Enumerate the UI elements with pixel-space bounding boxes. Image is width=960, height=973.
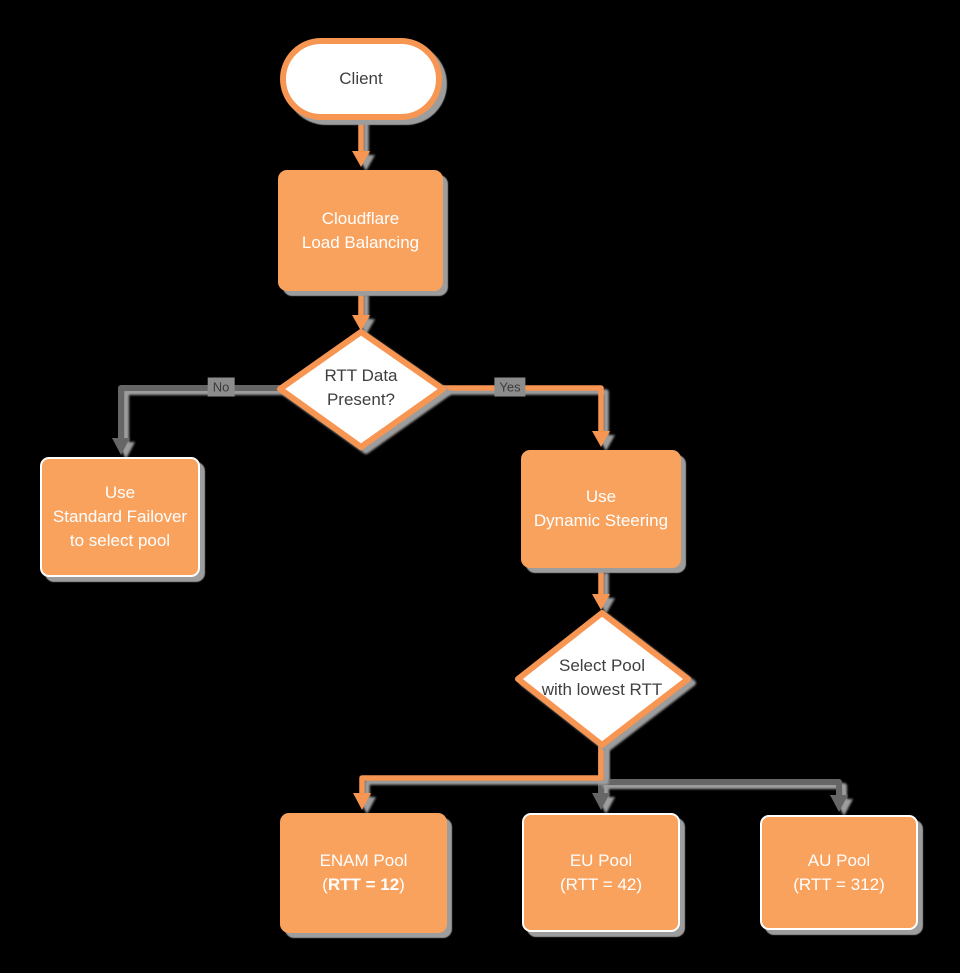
node-enam-pool: ENAM Pool (RTT = 12) [280,813,447,933]
node-client: Client [280,38,442,120]
label-line: Load Balancing [301,232,420,252]
edge-line [118,385,282,440]
arrowhead-down-icon [353,793,371,810]
label-line: with lowest RTT [541,680,663,699]
label-line: Standard Failover [52,507,188,526]
node-label: EU Pool (RTT = 42) [560,849,642,897]
edge-line [441,385,604,433]
paren: ( [559,874,566,894]
label-line: Select Pool [558,656,645,675]
decision-rtt-data-label: RTT Data Present? [281,352,441,424]
label-line: AU Pool [807,850,871,870]
label-line: (RTT = 42) [560,873,642,897]
edge-line [359,746,604,795]
label-line: (RTT = 312) [793,873,885,897]
label-line: Cloudflare [321,208,400,228]
node-label: Use Standard Failover to select pool [53,481,187,553]
node-label: Client [339,69,383,88]
decision-rtt-data-shape [277,329,446,450]
decision-select-pool-shape [515,610,691,748]
node-label: Use Dynamic Steering [534,485,668,533]
node-standard-failover: Use Standard Failover to select pool [40,457,200,577]
paren: ) [399,875,405,894]
decision-select-pool-label: Select Pool with lowest RTT [512,645,692,711]
node-eu-pool: EU Pool (RTT = 42) [522,813,680,932]
paren: ( [793,874,799,894]
arrowhead-down-icon [352,151,370,167]
diamond-icon [515,610,691,748]
node-label: AU Pool (RTT = 312) [793,849,885,897]
label-lines: RTT Data Present? [324,364,397,412]
arrowhead-down-icon [830,795,848,812]
edge-to-enam-pool [353,746,604,810]
label-line: ENAM Pool [319,851,408,870]
edge-label-yes: Yes [494,377,526,397]
arrowhead-down-icon [592,431,610,447]
rtt-value: RTT = 42 [565,874,637,894]
arrowhead-down-icon [592,793,610,810]
paren: ( [322,875,328,894]
label-line: Present? [326,390,396,409]
node-dynamic-steering: Use Dynamic Steering [521,450,681,568]
label-lines: Select Pool with lowest RTT [542,654,663,702]
label-line: RTT Data [324,366,398,385]
arrowhead-down-icon [352,315,370,331]
node-load-balancing: Cloudflare Load Balancing [278,170,443,291]
arrowhead-down-icon [112,438,130,455]
label-line: EU Pool [569,850,633,870]
edge-lb-to-rtt-decision [352,291,370,331]
label-line: (RTT = 12) [320,873,408,897]
diamond-icon [277,329,446,450]
edge-no-branch [112,385,282,455]
paren: ) [636,874,643,894]
node-au-pool: AU Pool (RTT = 312) [760,815,918,930]
label-line: Use [104,483,136,502]
edge-label-no: No [207,377,235,397]
label-line: Use [585,487,617,506]
edge-client-to-lb [352,119,370,167]
edge-yes-branch [441,385,610,447]
edge-dynamic-to-select-pool [592,569,610,610]
arrowhead-down-icon [592,594,610,610]
label-line: to select pool [69,531,171,550]
paren: ) [879,874,885,894]
label-line: Dynamic Steering [533,511,669,530]
node-label: Cloudflare Load Balancing [302,207,419,255]
rtt-value: RTT = 312 [798,874,880,894]
node-label: ENAM Pool (RTT = 12) [320,849,408,897]
rtt-value: RTT = 12 [327,875,400,894]
